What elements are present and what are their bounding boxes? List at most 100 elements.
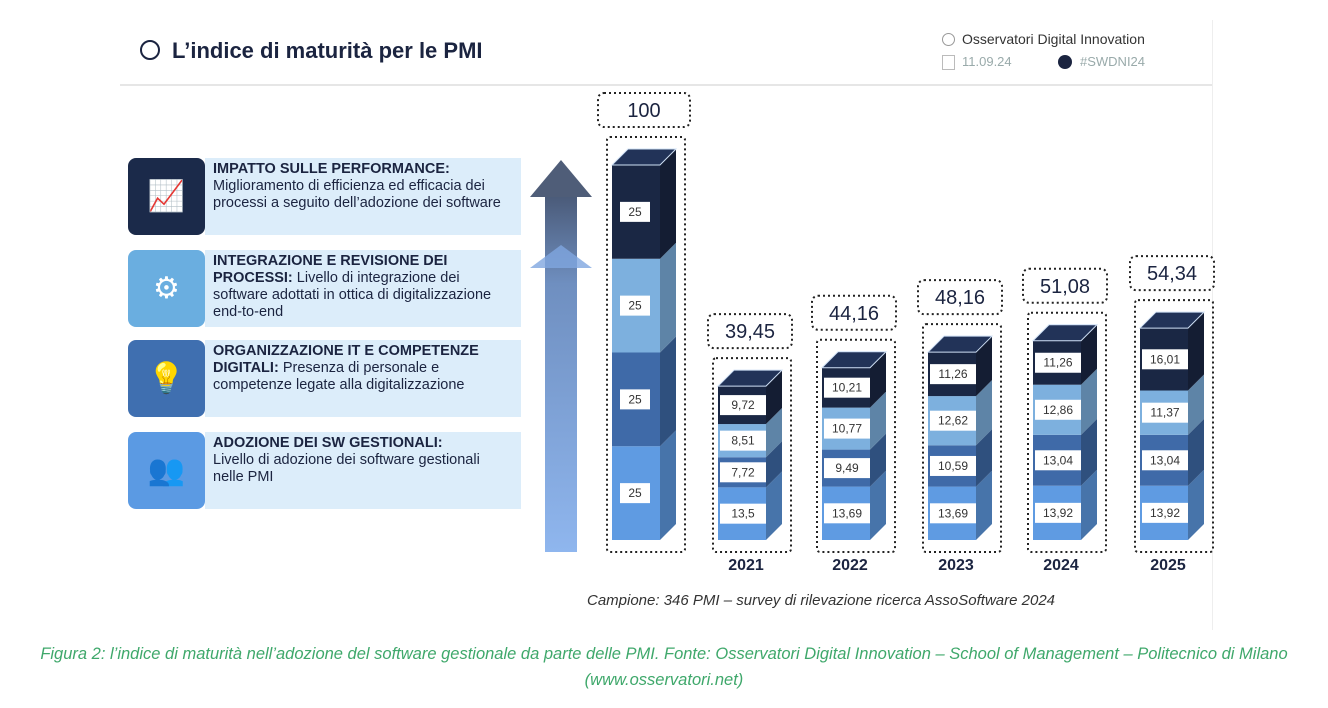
bar-top [1031, 324, 1099, 342]
total-label: 44,16 [829, 303, 879, 325]
data-label: 10,21 [832, 381, 862, 395]
data-label: 25 [628, 205, 642, 219]
total-box [707, 313, 793, 350]
bar-segment-side [766, 370, 782, 425]
dimension-row: ⚙ INTEGRAZIONE E REVISIONE DEI PROCESSI:… [128, 250, 521, 327]
data-label-box [620, 389, 650, 410]
calendar-icon [942, 55, 955, 70]
dimension-title: IMPATTO SULLE PERFORMANCE: [213, 161, 450, 177]
bar-frame [712, 357, 792, 553]
bar-segment-side [1081, 469, 1097, 540]
bar-segment-side [1188, 469, 1204, 540]
total-label: 48,16 [935, 287, 985, 309]
total-label: 100 [627, 100, 660, 122]
sample-note: Campione: 346 PMI – survey di rilevazion… [587, 592, 1056, 609]
data-label-box [930, 455, 976, 476]
bar-frame [816, 338, 896, 553]
figure-caption: Figura 2: l’indice di maturità nell’adoz… [40, 645, 1288, 689]
bar-segment-side [660, 149, 676, 259]
bar-frame [1027, 311, 1107, 553]
head-lightbulb-icon: 💡 [128, 340, 205, 417]
bar-segment-side [1188, 374, 1204, 435]
bar-segment-side [870, 351, 886, 408]
bar-segment-side [660, 336, 676, 447]
org-name: Osservatori Digital Innovation [962, 31, 1145, 47]
data-label: 12,86 [1043, 403, 1073, 417]
data-label: 10,59 [938, 459, 968, 473]
data-label: 11,37 [1150, 406, 1179, 420]
data-label: 13,69 [938, 506, 968, 520]
dimension-title: INTEGRAZIONE E REVISIONE DEI PROCESSI: [213, 253, 448, 286]
total-box [917, 279, 1003, 316]
dimension-desc: Livello di adozione dei software gestion… [213, 452, 480, 485]
data-label-box [1035, 502, 1081, 523]
data-label: 8,51 [731, 434, 755, 448]
total-box [1129, 255, 1215, 292]
hashtag: #SWDNI24 [1080, 54, 1146, 69]
year-label: 2025 [1150, 557, 1186, 574]
gears-icon: ⚙ [128, 250, 205, 327]
bar-segment-side [766, 441, 782, 488]
total-label: 39,45 [725, 321, 775, 343]
data-label-box [930, 503, 976, 524]
total-label: 54,34 [1147, 263, 1197, 285]
dimension-row: 📈 IMPATTO SULLE PERFORMANCE:Migliorament… [128, 158, 521, 235]
bar-segment-side [766, 471, 782, 540]
year-label: 2021 [728, 557, 764, 574]
header-divider [120, 84, 1212, 86]
data-label: 11,26 [938, 367, 967, 381]
bar-top [610, 148, 678, 166]
search-logo-icon [140, 40, 160, 60]
bar-frame [922, 323, 1002, 553]
dimension-desc: Miglioramento di efficienza ed efficacia… [213, 178, 501, 211]
data-label-box [824, 418, 870, 439]
data-label-box [824, 503, 870, 524]
bar-segment-side [1081, 368, 1097, 435]
bar-segment-side [1081, 324, 1097, 385]
page-title: L’indice di maturità per le PMI [172, 38, 483, 63]
bar-segment-side [660, 430, 676, 540]
data-label-box [930, 364, 976, 385]
bar-segment-side [976, 336, 992, 397]
bar-top [820, 351, 888, 369]
dimension-row: 👥 ADOZIONE DEI SW GESTIONALI:Livello di … [128, 432, 521, 509]
data-label-box [720, 395, 766, 416]
bar-segment-side [660, 242, 676, 353]
bar-segment-side [976, 429, 992, 487]
data-label: 25 [628, 392, 642, 406]
bar-segment-side [870, 470, 886, 540]
data-label: 11,26 [1043, 356, 1072, 370]
bar-segment-side [870, 433, 886, 487]
total-label: 51,08 [1040, 276, 1090, 298]
data-label: 13,5 [731, 507, 755, 521]
dimension-desc: Presenza di personale e competenze legat… [213, 360, 465, 393]
total-box [597, 92, 691, 128]
frame-border [1212, 20, 1213, 630]
data-label: 25 [628, 299, 642, 313]
data-label-box [824, 377, 870, 398]
bar-segment-side [1081, 418, 1097, 486]
data-label-box [1035, 450, 1081, 471]
bar-frame [1134, 299, 1214, 553]
data-label-box [620, 295, 650, 316]
data-label-box [720, 503, 766, 524]
data-label-box [720, 462, 766, 483]
dimension-row: 💡 ORGANIZZAZIONE IT E COMPETENZE DIGITAL… [128, 340, 521, 417]
group-icon: 👥 [128, 432, 205, 509]
data-label-box [1142, 402, 1188, 423]
bar-segment-side [766, 408, 782, 458]
data-label-box [824, 458, 870, 479]
data-label: 13,69 [832, 506, 862, 520]
people-growth-icon: 📈 [128, 158, 205, 235]
data-label: 16,01 [1150, 352, 1180, 366]
data-label: 9,72 [731, 398, 755, 412]
bar-segment-side [976, 380, 992, 446]
bar-top [926, 335, 994, 353]
data-label-box [1035, 352, 1081, 373]
bar-frame [606, 136, 686, 553]
bar-top [1138, 311, 1206, 329]
dimension-title: ADOZIONE DEI SW GESTIONALI: [213, 435, 443, 451]
dimension-title: ORGANIZZAZIONE IT E COMPETENZE DIGITALI: [213, 343, 479, 376]
date: 11.09.24 [962, 54, 1012, 69]
data-label: 10,77 [832, 422, 862, 436]
